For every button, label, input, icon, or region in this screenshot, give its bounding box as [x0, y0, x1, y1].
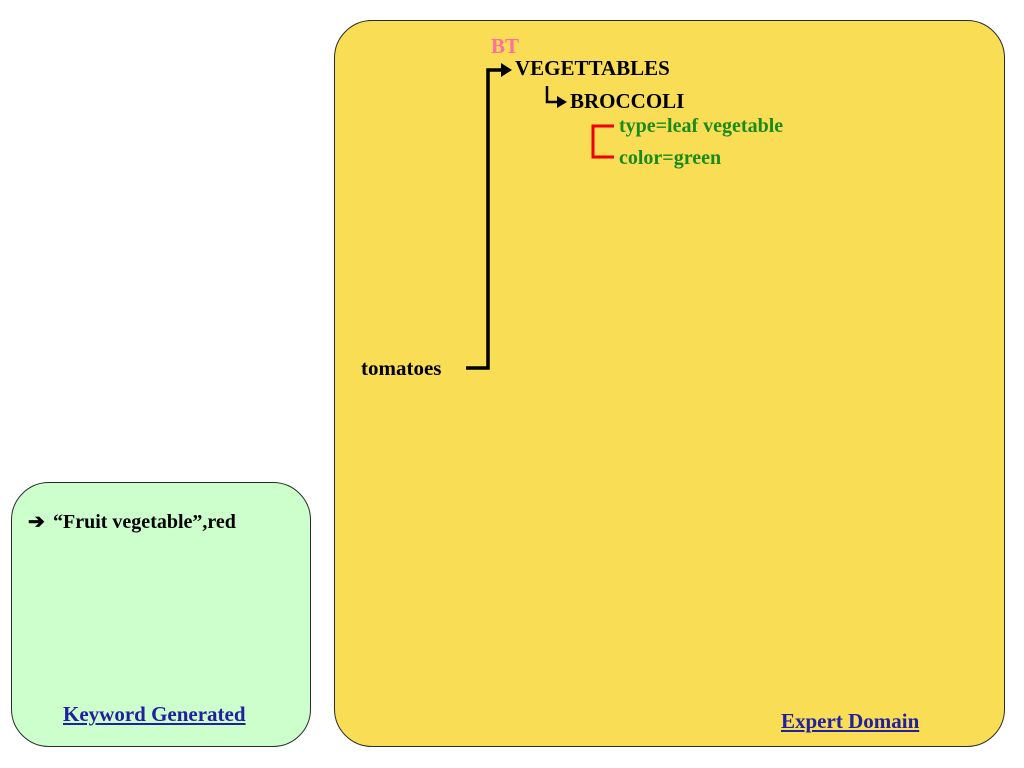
keyword-arrow-icon: ➔ [28, 511, 45, 533]
attribute-bracket [591, 124, 614, 159]
keyword-text: “Fruit vegetable”,red [53, 511, 236, 533]
attribute-type: type=leaf vegetable [619, 115, 784, 137]
expert-domain-panel [334, 20, 1005, 747]
broccoli-arrowhead [557, 96, 567, 108]
keyword-generated-panel [11, 482, 311, 747]
broccoli-term: BROCCOLI [570, 89, 685, 113]
bt-label: BT [491, 34, 520, 58]
tomatoes-term: tomatoes [361, 356, 442, 380]
tomatoes-to-vegettables-connector [466, 68, 502, 370]
expert-domain-link[interactable]: Expert Domain [781, 709, 920, 733]
vegettables-to-broccoli-connector [545, 86, 557, 104]
attribute-color: color=green [619, 147, 722, 169]
keyword-generated-link[interactable]: Keyword Generated [63, 702, 246, 726]
vegettables-term: VEGETTABLES [515, 56, 670, 80]
vegettables-arrowhead [501, 63, 512, 77]
